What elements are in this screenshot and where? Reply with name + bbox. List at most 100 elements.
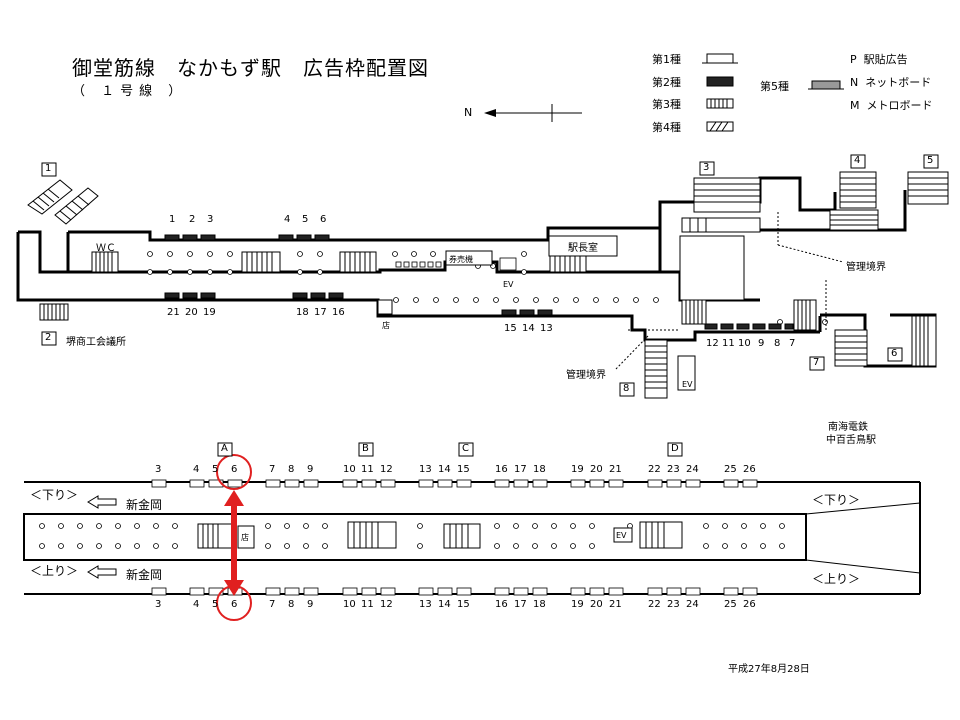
boundary-label-2: 管理境界 bbox=[566, 370, 606, 381]
ad-num: 19 bbox=[571, 464, 584, 475]
ad-num: 15 bbox=[457, 599, 470, 610]
station-office-label: 駅長室 bbox=[568, 243, 598, 254]
ticket-machine bbox=[445, 250, 493, 266]
ad-num: 24 bbox=[686, 599, 699, 610]
legend-n: N ネットボード bbox=[850, 76, 932, 89]
elevator-label-2: EV bbox=[682, 380, 693, 389]
legend-m: M メトロボード bbox=[850, 99, 933, 112]
exit-2-destination: 堺商工会議所 bbox=[66, 337, 126, 348]
ad-num: 21 bbox=[609, 464, 622, 475]
boundary-lines bbox=[614, 212, 844, 371]
direction-arrow-icon bbox=[87, 495, 117, 579]
ad-num: 25 bbox=[724, 599, 737, 610]
ad-num: 4 bbox=[284, 214, 291, 225]
section-d-label: D bbox=[671, 443, 679, 454]
wc-label: ＷＣ bbox=[96, 243, 116, 254]
legend-type1: 第1種 bbox=[652, 53, 681, 66]
nankai-station-label: 中百舌鳥駅 bbox=[826, 435, 876, 446]
ad-num: 26 bbox=[743, 464, 756, 475]
ad-num: 3 bbox=[155, 464, 162, 475]
exit-3-label: 3 bbox=[703, 162, 710, 173]
exit-2-label: 2 bbox=[45, 332, 52, 343]
legend-type3: 第3種 bbox=[652, 98, 681, 111]
ad-num: 4 bbox=[193, 464, 200, 475]
ad-num: 10 bbox=[343, 599, 356, 610]
exit-8-label: 8 bbox=[623, 383, 630, 394]
direction-up-right: ＜上り＞ bbox=[812, 572, 861, 586]
ad-num: 5 bbox=[212, 464, 219, 475]
ad-num: 11 bbox=[361, 599, 374, 610]
boundary-label-1: 管理境界 bbox=[846, 262, 886, 273]
exit-1-label: 1 bbox=[45, 163, 52, 174]
legend-type5: 第5種 bbox=[760, 80, 789, 93]
legend-type4: 第4種 bbox=[652, 121, 681, 134]
ad-num: 10 bbox=[343, 464, 356, 475]
ad-num: 19 bbox=[571, 599, 584, 610]
ad-num: 7 bbox=[789, 338, 796, 349]
ticket-machine-label: 券売機 bbox=[449, 255, 473, 264]
ad-num: 10 bbox=[738, 338, 751, 349]
ad-num: 5 bbox=[302, 214, 309, 225]
ad-num: 18 bbox=[533, 464, 546, 475]
ad-num: 23 bbox=[667, 464, 680, 475]
ad-num: 26 bbox=[743, 599, 756, 610]
page-subtitle: （ １号線 ） bbox=[72, 84, 188, 99]
direction-down-left: ＜下り＞ bbox=[30, 488, 79, 502]
ad-num: 3 bbox=[207, 214, 214, 225]
exit-4-label: 4 bbox=[854, 155, 861, 166]
ad-num: 17 bbox=[514, 464, 527, 475]
exit-6-label: 6 bbox=[891, 348, 898, 359]
ad-num: 24 bbox=[686, 464, 699, 475]
page-title: 御堂筋線 なかもず駅 広告枠配置図 bbox=[72, 56, 429, 80]
concourse-ads bbox=[164, 234, 794, 330]
destination-down: 新金岡 bbox=[126, 498, 163, 512]
ad-num: 8 bbox=[288, 464, 295, 475]
stairs bbox=[27, 171, 949, 399]
platform-ads-top bbox=[151, 479, 758, 488]
ad-num: 16 bbox=[495, 599, 508, 610]
ad-num: 6 bbox=[231, 599, 238, 610]
ad-num: 8 bbox=[774, 338, 781, 349]
ad-num: 18 bbox=[533, 599, 546, 610]
ad-num: 9 bbox=[307, 599, 314, 610]
ad-num: 20 bbox=[590, 599, 603, 610]
elevator-label: EV bbox=[503, 280, 514, 289]
ad-num: 23 bbox=[667, 599, 680, 610]
ad-num: 11 bbox=[361, 464, 374, 475]
revision-date: 平成27年8月28日 bbox=[728, 664, 810, 675]
platform-columns bbox=[39, 523, 785, 549]
ad-num: 13 bbox=[419, 464, 432, 475]
ad-num: 12 bbox=[380, 464, 393, 475]
ad-num: 13 bbox=[419, 599, 432, 610]
ad-num: 12 bbox=[380, 599, 393, 610]
section-a-label: A bbox=[221, 443, 228, 454]
concourse-outline bbox=[16, 176, 937, 368]
ad-num: 16 bbox=[332, 307, 345, 318]
ad-num: 6 bbox=[320, 214, 327, 225]
platform-ads-bottom bbox=[151, 587, 758, 596]
ad-num: 20 bbox=[185, 307, 198, 318]
shop-box bbox=[377, 299, 393, 315]
section-c-label: C bbox=[462, 443, 469, 454]
ad-num: 11 bbox=[722, 338, 735, 349]
exit-7-label: 7 bbox=[813, 357, 820, 368]
shop-label: 店 bbox=[382, 321, 390, 330]
platform-stairs bbox=[197, 521, 683, 549]
ad-num: 21 bbox=[167, 307, 180, 318]
legend-type2: 第2種 bbox=[652, 76, 681, 89]
direction-down-right: ＜下り＞ bbox=[812, 493, 861, 507]
ad-num: 16 bbox=[495, 464, 508, 475]
ad-num: 14 bbox=[438, 599, 451, 610]
north-label: N bbox=[464, 106, 473, 119]
ad-num: 5 bbox=[212, 599, 219, 610]
ad-num: 14 bbox=[438, 464, 451, 475]
legend-swatches bbox=[702, 53, 844, 132]
direction-up-left: ＜上り＞ bbox=[30, 564, 79, 578]
north-arrow-icon bbox=[484, 104, 582, 122]
ad-num: 18 bbox=[296, 307, 309, 318]
platform-shop-label: 店 bbox=[241, 533, 249, 542]
ad-num: 3 bbox=[155, 599, 162, 610]
exit-boxes bbox=[41, 154, 939, 397]
ticket-gates bbox=[395, 257, 517, 271]
